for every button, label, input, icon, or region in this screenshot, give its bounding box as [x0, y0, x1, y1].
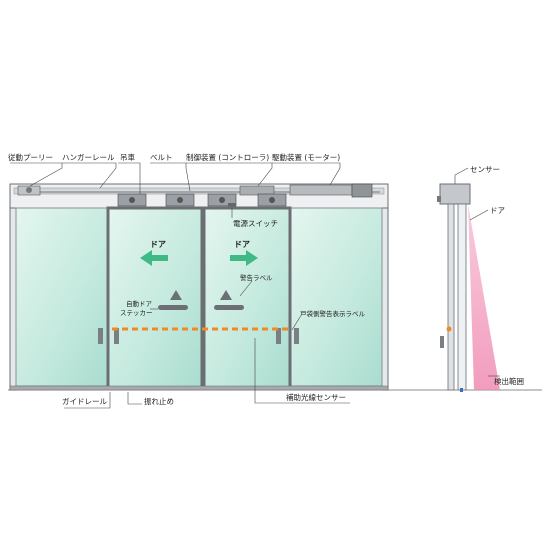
- header-rail: [13, 187, 385, 195]
- label-belt: ベルト: [150, 153, 173, 162]
- controller-unit: [239, 185, 275, 196]
- right-frame: [381, 207, 389, 391]
- arrow-right-icon: [230, 250, 258, 266]
- sticker-triangle-left-icon: [170, 290, 182, 300]
- pulley-icon: [26, 187, 32, 193]
- fixed-panel-left: [15, 207, 109, 387]
- side-post-left: [447, 203, 455, 391]
- label-side-door: ドア: [490, 206, 505, 215]
- sticker-triangle-right-icon: [220, 290, 232, 300]
- label-detection-range: 検出範囲: [494, 376, 524, 386]
- label-driven-pulley: 従動プーリー: [8, 152, 53, 162]
- guide-rail-bar: [9, 385, 389, 391]
- motor-block: [351, 183, 373, 198]
- label-warning: 警告ラベル: [240, 273, 273, 282]
- label-sensor: センサー: [470, 165, 500, 174]
- warning-sticker-bar: [214, 305, 244, 310]
- left-frame: [9, 207, 17, 391]
- door-left-label: ドア: [150, 240, 166, 249]
- hanger-wheels: [117, 193, 287, 207]
- auto-door-sticker-bar: [158, 305, 188, 310]
- side-handle: [440, 336, 444, 348]
- sensor-head: [437, 196, 441, 202]
- label-hanger-rail: ハンガーレール: [62, 152, 115, 162]
- handle-left-inner: [114, 328, 119, 344]
- label-power-switch: 電源スイッチ: [233, 219, 278, 228]
- label-door-warning: 戸袋側警告表示ラベル: [300, 309, 366, 318]
- label-aux-beam-sensor: 補助光線センサー: [286, 392, 346, 402]
- label-controller: 制御装置 (コントローラ): [186, 152, 269, 162]
- label-auto-door-sticker-1: 自動ドア: [126, 299, 153, 308]
- label-drive-unit: 駆動装置 (モーター): [272, 152, 340, 162]
- arrow-left-icon: [140, 250, 168, 266]
- leader-lines: [10, 162, 500, 409]
- side-door-panel: [457, 203, 467, 391]
- label-guide-rail: ガイドレール: [62, 396, 107, 406]
- sensor-box: [439, 183, 471, 205]
- floor-marker: [460, 388, 463, 392]
- sliding-door-right: [202, 206, 292, 390]
- door-right-label: ドア: [234, 240, 250, 249]
- label-auto-door-sticker-2: ステッカー: [120, 309, 153, 317]
- handle-left-outer: [98, 328, 103, 344]
- power-switch: [228, 203, 236, 208]
- beam-sensor-dot: [446, 326, 452, 332]
- fixed-panel-right: [289, 207, 383, 387]
- label-anti-sway: 振れ止め: [144, 396, 174, 406]
- detection-range: [468, 204, 500, 390]
- handle-right-outer: [294, 328, 299, 344]
- drive-unit: [289, 184, 353, 196]
- label-hanger-wheel: 吊車: [120, 152, 135, 162]
- handle-right-inner: [276, 328, 281, 344]
- sliding-door-left: [106, 206, 204, 390]
